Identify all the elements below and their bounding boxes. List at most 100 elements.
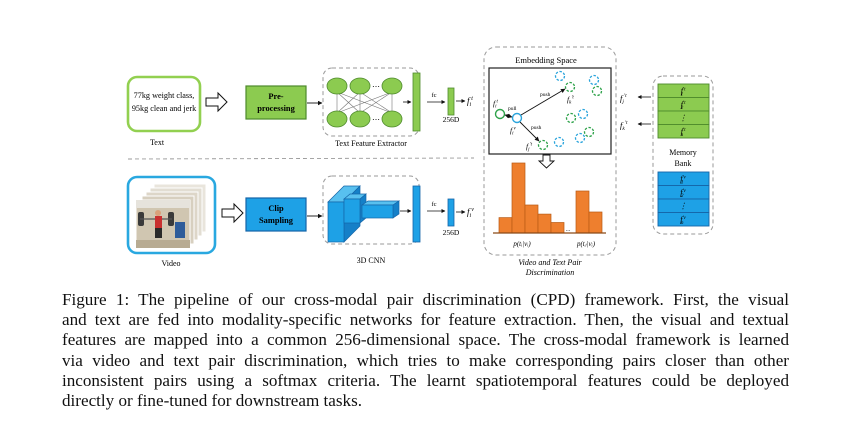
- histogram-bar: [498, 217, 513, 234]
- text-input-line-1: 77kg weight class,: [134, 91, 195, 100]
- histogram-bar: [511, 162, 526, 234]
- neuron: [326, 110, 348, 128]
- hist-label-left: p(tᵢ|vᵢ): [512, 240, 531, 248]
- clip-sampling-line-1: Clip: [268, 204, 284, 213]
- neuron-ellipsis: ⋯: [372, 82, 380, 91]
- dim-label-bottom: 256D: [443, 228, 460, 237]
- histogram-bar: [575, 190, 590, 234]
- neuron: [349, 110, 371, 128]
- discrimination-label-line-2: Discrimination: [525, 268, 574, 277]
- video-feature-label: fiv: [467, 207, 474, 219]
- cnn-label: 3D CNN: [357, 256, 386, 265]
- text-input-label: Text: [150, 138, 165, 147]
- neuron: [349, 77, 371, 95]
- histogram-bar: [550, 222, 565, 234]
- neuron: [381, 110, 403, 128]
- mb-out-j: fj′t: [620, 93, 627, 105]
- similarity-histogram: [498, 162, 603, 234]
- embedding-title: Embedding Space: [515, 55, 577, 65]
- memory-bank-label-line-1: Memory: [669, 148, 697, 157]
- memory-slot: [657, 212, 710, 227]
- emb-label-fkt: fk′t: [567, 95, 574, 106]
- embedding-point-text: [583, 126, 595, 138]
- nn-connections: [336, 91, 393, 114]
- push-arrow-j: [519, 121, 540, 142]
- discrimination-panel: [483, 46, 617, 256]
- video-input-label: Video: [161, 259, 180, 268]
- caption-line: inconsistent pairs using a softmax crite…: [62, 370, 789, 390]
- pull-arrow: [504, 113, 513, 119]
- emb-label-fiv: fiv: [510, 126, 516, 137]
- mb-out-k: fk′t: [620, 120, 628, 132]
- caption-line: via video and text pair discrimination, …: [62, 350, 789, 370]
- embedding-point-video: [554, 70, 566, 82]
- branch-divider: [127, 157, 475, 160]
- fc-label-top: fc: [431, 92, 436, 99]
- embedding-space: [488, 67, 612, 155]
- embedding-point-text: [591, 85, 603, 97]
- video-frames: [135, 183, 207, 249]
- clip-sampling-line-2: Sampling: [259, 216, 294, 225]
- video-input-box: [126, 175, 217, 255]
- clip-sampling-box: Clip Sampling: [245, 197, 307, 232]
- push-label-j: push: [531, 125, 542, 131]
- caption-line: Figure 1: The pipeline of our cross-moda…: [62, 290, 789, 309]
- histogram-ellipsis: ...: [566, 227, 571, 233]
- video-feature-bar: [412, 185, 421, 243]
- anchor-video-point: [511, 112, 523, 124]
- fc-label-bottom: fc: [431, 201, 436, 208]
- text-extractor-label: Text Feature Extractor: [335, 139, 407, 148]
- hist-label-right: p(tⱼ|vᵢ): [576, 240, 596, 248]
- cnn-3d: [322, 175, 421, 245]
- neuron: [381, 77, 403, 95]
- neuron-ellipsis: ⋯: [372, 115, 380, 124]
- video-256d-vector: [447, 198, 455, 227]
- memory-slot-label: ⋮: [679, 202, 687, 211]
- hollow-arrow-icon: [205, 91, 228, 113]
- anchor-text-point: [494, 108, 506, 120]
- preprocessing-line-2: processing: [257, 104, 295, 113]
- push-label-k: push: [540, 92, 551, 98]
- caption-line: and text are fed into modality-specific …: [62, 310, 789, 330]
- embedding-point-video: [553, 136, 565, 148]
- caption-line: features are mapped into a common 256-di…: [62, 330, 789, 350]
- positive-k-point: [564, 81, 576, 93]
- push-arrow-k: [520, 88, 566, 116]
- histogram-bar: [524, 204, 539, 234]
- emb-label-fit: fit: [493, 99, 498, 110]
- histogram-bar: [588, 211, 603, 234]
- neuron: [326, 77, 348, 95]
- text-feature-label: fit: [467, 96, 473, 108]
- text-input-box: 77kg weight class, 95kg clean and jerk: [126, 75, 202, 133]
- hollow-arrow-icon: [221, 202, 244, 224]
- discrimination-label-line-1: Video and Text Pair: [518, 258, 582, 267]
- preprocessing-box: Pre- processing: [245, 85, 307, 120]
- memory-bank-label-line-2: Bank: [675, 159, 692, 168]
- text-256d-vector: [447, 87, 455, 116]
- text-input-line-2: 95kg clean and jerk: [132, 104, 197, 113]
- embedding-point-text: [565, 112, 577, 124]
- caption-line: directly or fine-tuned for downstream ta…: [62, 391, 363, 411]
- memory-slot: [657, 124, 710, 139]
- preprocessing-line-1: Pre-: [268, 92, 283, 101]
- embedding-point-video: [577, 108, 589, 120]
- negative-j-point: [537, 139, 549, 151]
- pipeline-figure: 77kg weight class, 95kg clean and jerk T…: [126, 46, 714, 277]
- text-feature-bar: [412, 72, 421, 132]
- histogram-bar: [537, 213, 552, 234]
- embedding-point-video: [588, 74, 600, 86]
- hollow-down-arrow-icon: [537, 154, 556, 169]
- memory-slot-label: ⋮: [679, 114, 687, 123]
- pull-label: pull: [508, 106, 517, 112]
- figure-caption: Figure 1: The pipeline of our cross-moda…: [62, 290, 789, 411]
- dim-label-top: 256D: [443, 115, 460, 124]
- embedding-point-video: [574, 132, 586, 144]
- text-feature-extractor: ⋯ ⋯: [322, 67, 421, 137]
